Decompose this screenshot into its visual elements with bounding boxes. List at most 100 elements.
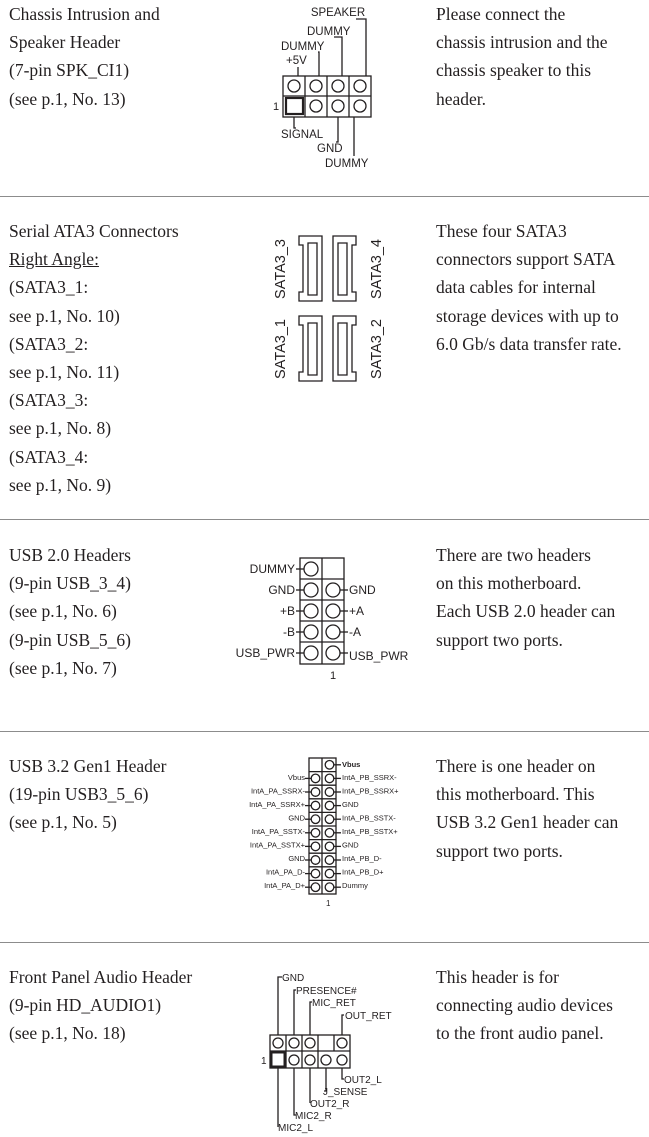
usb32-left-label: IntA_PA_D- [266,868,306,877]
text-line: USB 2.0 Headers [9,545,131,565]
sata-port-2 [332,315,357,382]
header-pin [324,841,335,852]
text-line: (9-pin USB_5_6) [9,629,132,650]
usb2-label-plus-a: +A [349,604,364,618]
header-pin [324,855,335,865]
spk-label-gnd: GND [317,143,343,155]
spk-label-pin1: 1 [273,101,279,113]
usb2-label-minus-b: -B [283,625,295,639]
header-pin [310,814,321,825]
audio-label-out2-l: OUT2_L [344,1075,382,1086]
header-pin [324,868,335,879]
header-pin [310,882,321,893]
section-left-text: USB 2.0 Headers (9-pin USB_3_4) (see p.1… [9,541,224,682]
header-pin [336,1037,348,1049]
text-line: connecting audio devices [436,995,613,1016]
section-left-text: USB 3.2 Gen1 Header (19-pin USB3_5_6) (s… [9,752,224,837]
header-pin [331,99,345,113]
usb32-right-label: IntA_PB_SSRX- [342,773,397,782]
header-pin [331,79,345,93]
text-line: this motherboard. This [436,784,595,805]
audio-label-out-ret: OUT_RET [345,1011,392,1022]
usb2-label-dummy: DUMMY [250,562,295,576]
header-pin [353,79,367,93]
section-right-text: There are two headers on this motherboar… [436,541,646,654]
audio-label-out2-r: OUT2_R [310,1099,349,1110]
text-line: USB 3.2 Gen1 Header [9,756,167,776]
spk-ci-header-diagram: SPEAKER DUMMY DUMMY +5V 1 SIGNAL GND DUM… [273,7,372,170]
text-line: (see p.1, No. 13) [9,88,126,109]
header-pin [303,645,319,661]
text-line: 6.0 Gb/s data transfer rate. [436,333,622,354]
header-pin [325,624,341,640]
usb32-right-label: GND [342,841,359,850]
pin1-marker [284,96,305,116]
section-divider [0,731,649,732]
usb2-label-plus-b: +B [280,604,295,618]
header-pin [303,561,319,577]
spk-label-dummy: DUMMY [281,41,325,53]
text-line: These four SATA3 [436,221,567,241]
usb2-header-diagram: DUMMY GND +B -B USB_PWR GND +A -A USB_PW… [236,557,409,682]
text-line: see p.1, No. 10) [9,305,120,326]
header-pin [303,624,319,640]
text-line: to the front audio panel. [436,1023,604,1044]
header-pin [303,582,319,598]
header-pin [325,603,341,619]
usb32-right-label: IntA_PB_D+ [342,868,384,877]
text-line: (SATA3_4: [9,446,89,467]
section-divider [0,519,649,520]
header-pin [304,1054,316,1066]
header-pin [288,1054,300,1066]
usb2-label-minus-a: -A [349,625,361,639]
audio-label-mic2-r: MIC2_R [295,1111,332,1122]
text-line: (SATA3_3: [9,390,89,411]
text-line: USB 3.2 Gen1 header can [436,812,619,833]
usb32-left-label: GND [288,854,305,863]
audio-label-mic2-l: MIC2_L [278,1123,313,1134]
text-line: see p.1, No. 8) [9,418,112,439]
section-right-text: These four SATA3 connectors support SATA… [436,217,646,358]
spk-label-dummy-top: DUMMY [307,26,351,38]
text-line: chassis speaker to this [436,60,592,81]
header-pin [353,99,367,113]
usb2-label-pin1: 1 [330,670,336,682]
usb2-label-gnd-right: GND [349,583,376,597]
section-usb32-gen1-header: USB 3.2 Gen1 Header (19-pin USB3_5_6) (s… [0,752,649,942]
text-line: (see p.1, No. 18) [9,1023,126,1044]
section-right-text: This header is for connecting audio devi… [436,963,646,1048]
text-line: header. [436,88,487,109]
text-line: (see p.1, No. 6) [9,601,117,622]
audio-label-pin1: 1 [261,1056,267,1067]
text-line: on this motherboard. [436,573,582,594]
header-pin [309,79,323,93]
header-pin [272,1037,284,1049]
usb2-label-usb-pwr-right: USB_PWR [349,649,409,663]
text-line: (SATA3_2: [9,333,89,354]
text-line: see p.1, No. 11) [9,362,120,383]
text-line: see p.1, No. 9) [9,474,112,495]
section-chassis-speaker-header: Chassis Intrusion and Speaker Header (7-… [0,0,649,196]
text-line: (9-pin HD_AUDIO1) [9,995,162,1016]
header-pin [287,79,301,93]
header-pin [336,1054,348,1066]
section-left-text: Front Panel Audio Header (9-pin HD_AUDIO… [9,963,224,1048]
usb32-right-label: GND [342,800,359,809]
spk-label-speaker: SPEAKER [311,7,365,19]
text-line: (7-pin SPK_CI1) [9,60,130,81]
text-line: There are two headers [436,545,591,565]
header-pin [325,645,341,661]
text-line: This header is for [436,967,559,987]
text-line: Speaker Header [9,32,121,53]
header-pin [310,868,321,879]
pin1-marker [270,1051,286,1068]
section-right-text: There is one header on this motherboard.… [436,752,646,865]
audio-label-mic-ret: MIC_RET [312,998,356,1009]
text-line: data cables for internal [436,277,596,298]
usb32-label-vbus-top: Vbus [342,760,360,769]
usb2-label-usb-pwr-left: USB_PWR [236,646,296,660]
text-line: Front Panel Audio Header [9,967,193,987]
usb2-label-gnd-left: GND [268,583,295,597]
sata-port-4 [332,235,357,302]
text-line: connectors support SATA [436,249,616,270]
